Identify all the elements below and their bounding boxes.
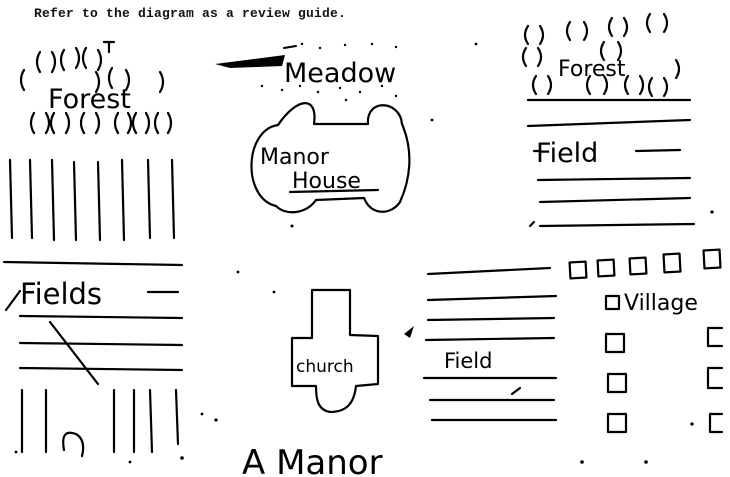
village-label: Village bbox=[624, 291, 698, 316]
forest-left-strips bbox=[10, 160, 174, 240]
manor-house-label-line1: Manor bbox=[260, 145, 330, 170]
field-center-strips bbox=[424, 268, 556, 420]
meadow-label: Meadow bbox=[284, 58, 396, 89]
fields-left-label: Fields bbox=[20, 277, 102, 311]
church-label: church bbox=[296, 357, 354, 377]
diagram-title: A Manor bbox=[242, 443, 383, 477]
forest-left-label: Forest bbox=[48, 84, 131, 115]
field-center-label: Field bbox=[444, 349, 492, 373]
forest-right-label: Forest bbox=[558, 57, 626, 82]
forest-right-trees bbox=[523, 14, 679, 96]
village-houses bbox=[570, 250, 722, 432]
field-right-label: Field bbox=[536, 138, 598, 169]
church-outline bbox=[292, 290, 378, 412]
